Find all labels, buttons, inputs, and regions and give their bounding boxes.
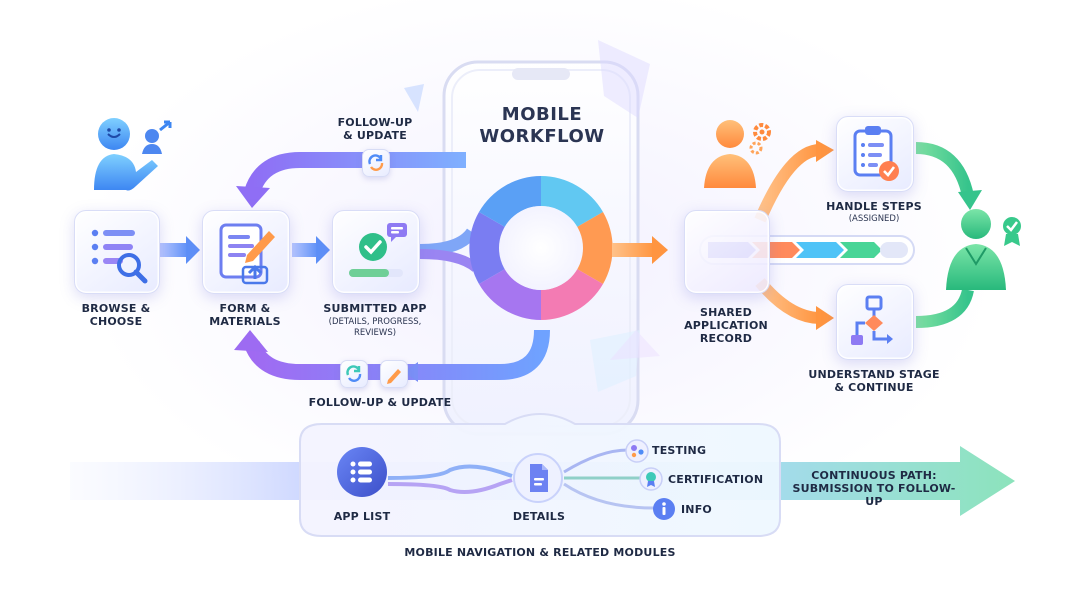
list-icon[interactable] — [336, 446, 388, 498]
nav-info-label: INFO — [681, 503, 712, 516]
edit-button-bottom[interactable] — [380, 360, 408, 388]
submitted-sub-line-2: REVIEWS) — [353, 328, 397, 338]
handle-steps-tile[interactable] — [836, 116, 914, 192]
worker-gear-icon — [704, 120, 771, 188]
submitted-sub-line-1: (DETAILS, PROGRESS, — [328, 317, 422, 327]
form-pencil-icon — [219, 223, 275, 285]
shared-record-tile[interactable] — [684, 210, 770, 294]
handle-label: HANDLE STEPS — [826, 200, 922, 213]
document-icon[interactable] — [512, 452, 564, 504]
understand-label-line-2: & CONTINUE — [834, 381, 914, 394]
shared-label-line-1: SHARED — [700, 306, 752, 319]
followup-top-line-2: & UPDATE — [343, 129, 407, 142]
shared-label-line-2: APPLICATION — [684, 319, 768, 332]
info-icon[interactable] — [652, 497, 676, 521]
form-materials-tile[interactable] — [202, 210, 290, 294]
nav-testing-label: TESTING — [652, 444, 707, 457]
molecule-icon[interactable] — [625, 439, 649, 463]
handle-sub: (ASSIGNED) — [848, 214, 900, 224]
refresh-icon — [346, 365, 362, 382]
understand-label-line-1: UNDERSTAND STAGE — [808, 368, 940, 381]
pencil-icon — [387, 369, 401, 384]
submitted-label: SUBMITTED APP — [323, 302, 427, 315]
check-message-icon — [349, 223, 407, 277]
phone-title-line-1: MOBILE — [501, 104, 583, 125]
form-label-line-2: MATERIALS — [209, 315, 281, 328]
nav-details-label: DETAILS — [512, 510, 566, 523]
agent-badge-icon — [946, 209, 1023, 290]
followup-top-line-1: FOLLOW-UP — [337, 116, 413, 129]
browse-label-line-2: CHOOSE — [89, 315, 143, 328]
continuous-label-line-1: CONTINUOUS PATH: — [811, 469, 937, 482]
refresh-button-top[interactable] — [362, 149, 390, 177]
certificate-icon[interactable] — [639, 467, 663, 491]
list-search-icon — [91, 229, 148, 284]
phone-title-line-2: WORKFLOW — [479, 126, 605, 147]
submitted-app-tile[interactable] — [332, 210, 420, 294]
clipboard-check-icon — [853, 126, 899, 181]
form-label-line-1: FORM & — [219, 302, 271, 315]
nav-certification-label: CERTIFICATION — [668, 473, 764, 486]
refresh-button-bottom[interactable] — [340, 360, 368, 388]
understand-stage-tile[interactable] — [836, 284, 914, 360]
nav-app-list-label: APP LIST — [333, 510, 391, 523]
continuous-label-line-2: SUBMISSION TO FOLLOW-UP — [792, 482, 956, 508]
browse-choose-tile[interactable] — [74, 210, 160, 294]
person-icon — [94, 118, 172, 191]
refresh-icon — [368, 154, 384, 171]
flow-chart-icon — [851, 295, 893, 345]
browse-label-line-1: BROWSE & — [81, 302, 151, 315]
nav-footer-label: MOBILE NAVIGATION & RELATED MODULES — [404, 546, 676, 559]
followup-bottom-label: FOLLOW-UP & UPDATE — [308, 396, 452, 409]
shared-label-line-3: RECORD — [699, 332, 753, 345]
